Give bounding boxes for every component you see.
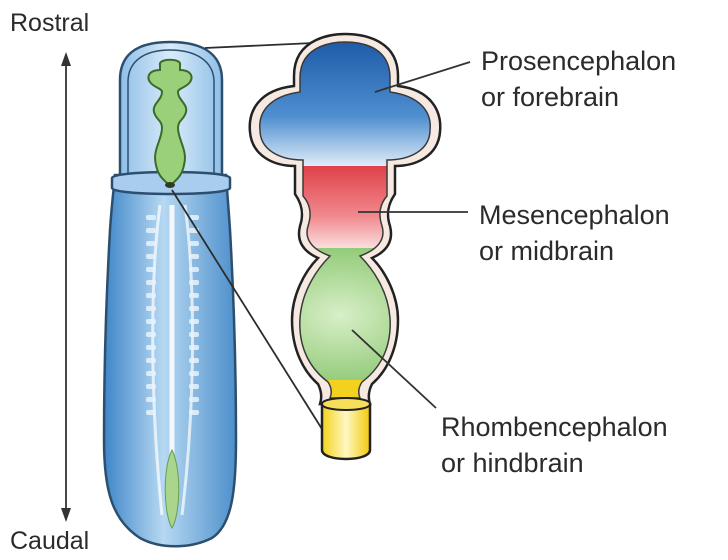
embryo-illustration: [104, 42, 236, 546]
hindbrain-alt-label: or hindbrain: [441, 446, 584, 480]
brain-vesicles: [250, 34, 450, 459]
rostral-label: Rostral: [10, 6, 89, 40]
arrowhead-up-icon: [61, 52, 71, 66]
arrowhead-down-icon: [61, 508, 71, 522]
spinal-cord-segment: [322, 404, 370, 459]
caudal-label: Caudal: [10, 524, 89, 558]
forebrain-label: Prosencephalon: [481, 44, 676, 78]
midbrain-label: Mesencephalon: [479, 198, 670, 232]
hindbrain-label: Rhombencephalon: [441, 410, 668, 444]
midbrain-region: [250, 166, 450, 250]
midbrain-alt-label: or midbrain: [479, 234, 614, 268]
rostral-caudal-arrow: [61, 52, 71, 522]
forebrain-alt-label: or forebrain: [481, 80, 619, 114]
